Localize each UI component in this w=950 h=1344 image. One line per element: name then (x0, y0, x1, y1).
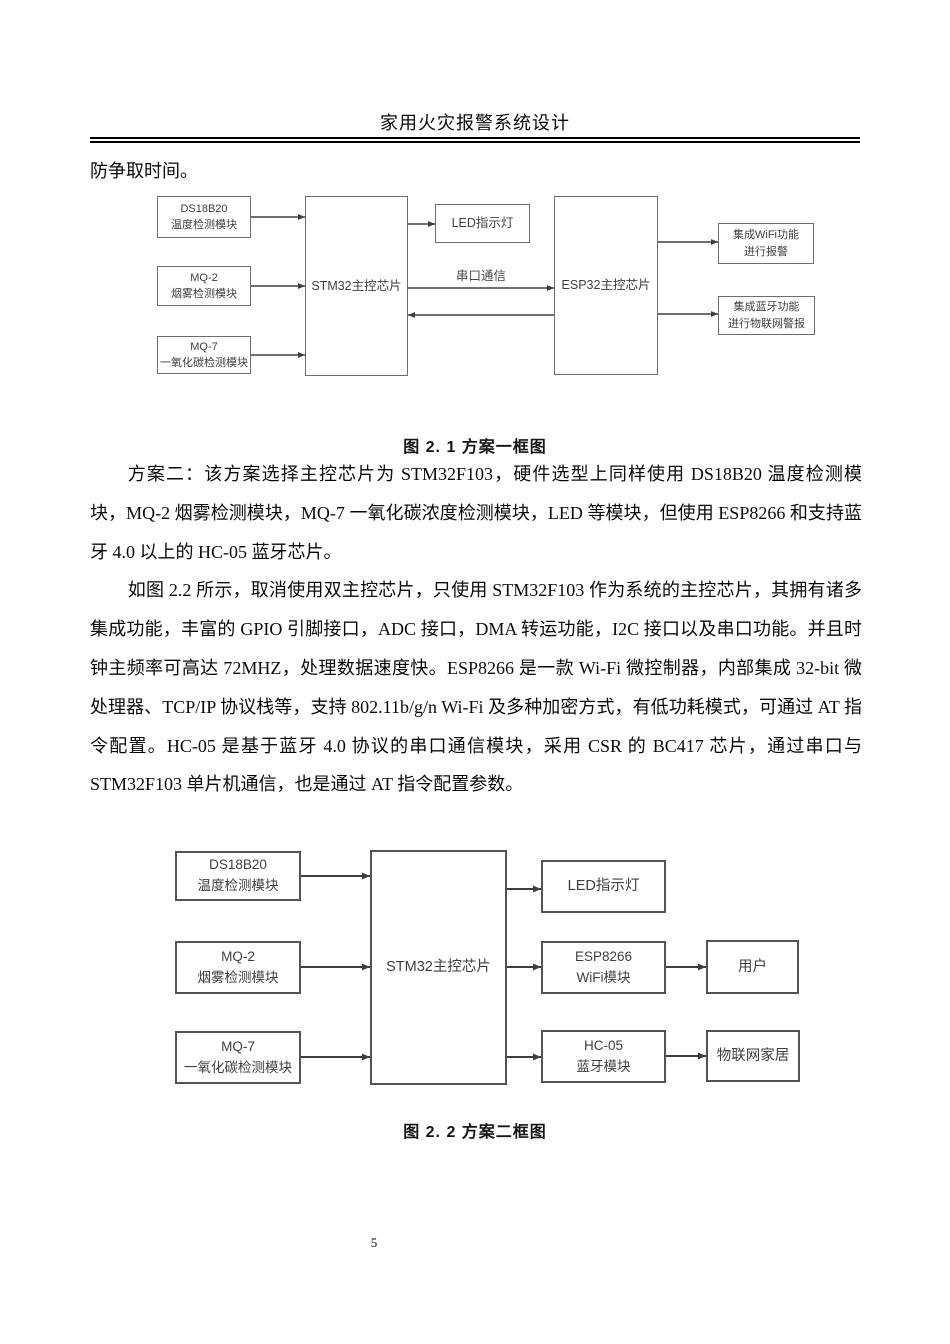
box-label: 物联网家居 (716, 1047, 790, 1064)
body-text: 方案二：该方案选择主控芯片为 STM32F103，硬件选型上同样使用 DS18B… (90, 455, 862, 804)
box-label: 温度检测模块 (171, 219, 237, 231)
box-label: STM32主控芯片 (386, 959, 491, 976)
figure1-caption: 图 2. 1 方案一框图 (403, 439, 547, 456)
box-label: DS18B20 (180, 202, 228, 215)
box-label: 一氧化碳检测模块 (160, 357, 248, 369)
box-label: DS18B20 (209, 857, 267, 873)
box-label: 用户 (738, 958, 767, 975)
box-label: LED指示灯 (451, 216, 514, 231)
box-label: HC-05 (583, 1037, 623, 1053)
intro-text: 防争取时间。 (90, 161, 198, 181)
figure1-box-bluetooth-iot-alarm: 集成蓝牙功能 进行物联网警报 (718, 296, 815, 335)
serial-comm-label: 串口通信 (455, 269, 506, 283)
page-number: 5 (370, 1235, 378, 1250)
box-label: 一氧化碳检测模块 (184, 1059, 292, 1075)
box-label: MQ-7 (221, 1038, 255, 1054)
box-label: ESP32主控芯片 (561, 278, 651, 293)
box-label: MQ-2 (190, 271, 218, 284)
box-label: 烟雾检测模块 (197, 969, 279, 985)
figure2-box-mq7: MQ-7 一氧化碳检测模块 (175, 1031, 301, 1084)
box-label: MQ-2 (221, 948, 255, 964)
page-header-title: 家用火灾报警系统设计 (380, 113, 570, 133)
figure2-box-user: 用户 (706, 940, 799, 994)
box-label: 烟雾检测模块 (171, 288, 237, 300)
box-label: 进行报警 (744, 245, 788, 258)
figure2-box-stm32: STM32主控芯片 (370, 850, 507, 1085)
paragraph-scheme2: 方案二：该方案选择主控芯片为 STM32F103，硬件选型上同样使用 DS18B… (90, 464, 862, 562)
box-label: 进行物联网警报 (728, 317, 805, 330)
figure1-box-wifi-alarm: 集成WiFi功能 进行报警 (718, 223, 814, 264)
figure2-box-ds18b20: DS18B20 温度检测模块 (175, 851, 301, 901)
figure2-box-iot-home: 物联网家居 (706, 1030, 800, 1082)
box-label: MQ-7 (190, 340, 218, 353)
figure1-box-led: LED指示灯 (435, 204, 530, 243)
figure2-box-esp8266: ESP8266 WiFi模块 (541, 941, 666, 994)
figure1-box-stm32: STM32主控芯片 (305, 196, 408, 376)
box-label: 集成WiFi功能 (733, 229, 799, 241)
box-label: 集成蓝牙功能 (733, 301, 800, 313)
box-label: 温度检测模块 (197, 878, 279, 893)
box-label: STM32主控芯片 (311, 278, 402, 293)
box-label: WiFi模块 (576, 969, 631, 985)
figure1-box-mq7: MQ-7 一氧化碳检测模块 (157, 336, 251, 374)
figure2-caption: 图 2. 2 方案二框图 (403, 1124, 547, 1141)
header-divider (90, 137, 860, 143)
figure1-box-esp32: ESP32主控芯片 (554, 196, 658, 375)
paragraph-scheme2-detail: 如图 2.2 所示，取消使用双主控芯片，只使用 STM32F103 作为系统的主… (90, 580, 862, 795)
figure2-box-led: LED指示灯 (541, 860, 666, 913)
box-label: ESP8266 (574, 948, 633, 964)
box-label: 蓝牙模块 (576, 1058, 631, 1074)
box-label: LED指示灯 (567, 878, 640, 895)
figure2-box-hc05: HC-05 蓝牙模块 (541, 1030, 666, 1083)
figure1-box-mq2: MQ-2 烟雾检测模块 (157, 266, 251, 306)
figure1-box-ds18b20: DS18B20 温度检测模块 (157, 196, 251, 238)
figure2-box-mq2: MQ-2 烟雾检测模块 (175, 941, 301, 994)
